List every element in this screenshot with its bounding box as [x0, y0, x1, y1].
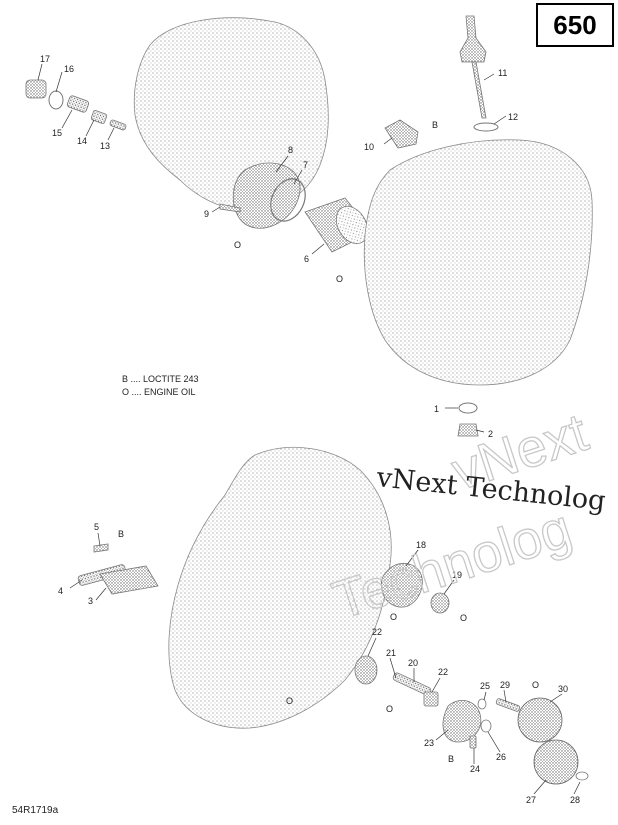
- dipstick: [459, 15, 487, 119]
- label-8: 8: [288, 145, 293, 155]
- gear-30: [517, 697, 563, 743]
- plug-17: [25, 79, 47, 99]
- oil-filter-cover: [232, 162, 301, 229]
- label-11: 11: [498, 68, 507, 78]
- plug-2: [457, 423, 479, 437]
- legend-engine-oil: O .... ENGINE OIL: [122, 387, 196, 397]
- leader-lines: [37, 63, 581, 795]
- label-3: 3: [88, 596, 93, 606]
- label-28: 28: [570, 795, 580, 805]
- engine-block: [363, 139, 593, 386]
- label-5: 5: [94, 522, 99, 532]
- legend-loctite: B .... LOCTITE 243: [122, 374, 199, 384]
- oil-pump-18: [380, 563, 423, 608]
- screw-24: [469, 735, 477, 749]
- label-16: 16: [64, 64, 74, 74]
- seal-19: [430, 592, 450, 614]
- marker-o-21: O: [386, 704, 393, 714]
- label-4: 4: [58, 586, 63, 596]
- o-ring-16: [48, 90, 64, 110]
- label-22b: 22: [438, 667, 448, 677]
- marker-b-10: B: [432, 120, 438, 130]
- label-29: 29: [500, 680, 510, 690]
- oil-filter: [304, 197, 373, 253]
- label-7: 7: [303, 160, 308, 170]
- ring-25: [477, 698, 487, 710]
- marker-o-case: O: [286, 696, 293, 706]
- o-ring-12: [473, 122, 499, 132]
- pin-13: [109, 119, 127, 131]
- label-14: 14: [77, 136, 87, 146]
- page-number-box: 650: [536, 3, 614, 47]
- marker-o-filter: O: [336, 274, 343, 284]
- label-18: 18: [416, 540, 426, 550]
- label-25: 25: [480, 681, 490, 691]
- seal-22-left: [354, 655, 378, 685]
- label-6: 6: [304, 254, 309, 264]
- o-ring-1: [458, 402, 478, 414]
- reference-code: 54R1719a: [12, 805, 59, 816]
- label-19: 19: [452, 570, 462, 580]
- label-17: 17: [40, 54, 50, 64]
- crankcase-cover: [133, 17, 329, 212]
- label-21: 21: [386, 648, 396, 658]
- pump-cover-23: [442, 700, 482, 743]
- label-13: 13: [100, 141, 110, 151]
- marker-o-19: O: [460, 613, 467, 623]
- marker-o-29: O: [532, 680, 539, 690]
- washer-28: [575, 771, 589, 781]
- shaft-29: [495, 698, 521, 712]
- screen-3: [99, 565, 159, 595]
- label-15: 15: [52, 128, 62, 138]
- label-1: 1: [434, 404, 439, 414]
- label-26: 26: [496, 752, 506, 762]
- label-10: 10: [364, 142, 374, 152]
- gear-22: [423, 691, 439, 707]
- gear-27: [533, 739, 579, 785]
- breather-fitting: [384, 119, 419, 149]
- label-30: 30: [558, 684, 568, 694]
- spring-15: [66, 95, 90, 113]
- label-20: 20: [408, 658, 418, 668]
- label-9: 9: [204, 209, 209, 219]
- label-12: 12: [508, 112, 518, 122]
- label-22a: 22: [372, 627, 382, 637]
- marker-o-cover: O: [234, 240, 241, 250]
- label-2: 2: [488, 429, 493, 439]
- marker-o-18: O: [390, 612, 397, 622]
- valve-14: [90, 110, 108, 124]
- label-27: 27: [526, 795, 536, 805]
- page-number: 650: [553, 10, 596, 40]
- marker-b-24: B: [448, 754, 454, 764]
- marker-b-5: B: [118, 529, 124, 539]
- lower-crankcase: [168, 446, 392, 729]
- compound-markers: B O O B O O O O B O: [118, 120, 539, 764]
- screw-5: [93, 543, 109, 553]
- o-ring-7: [270, 178, 306, 222]
- part-labels: 17 16 15 14 13 8 7 9 6 10 11 12 1 2 3 4 …: [40, 54, 580, 805]
- washer-26: [480, 719, 492, 733]
- legend: B .... LOCTITE 243 O .... ENGINE OIL: [122, 374, 199, 397]
- label-23: 23: [424, 738, 434, 748]
- label-24: 24: [470, 764, 480, 774]
